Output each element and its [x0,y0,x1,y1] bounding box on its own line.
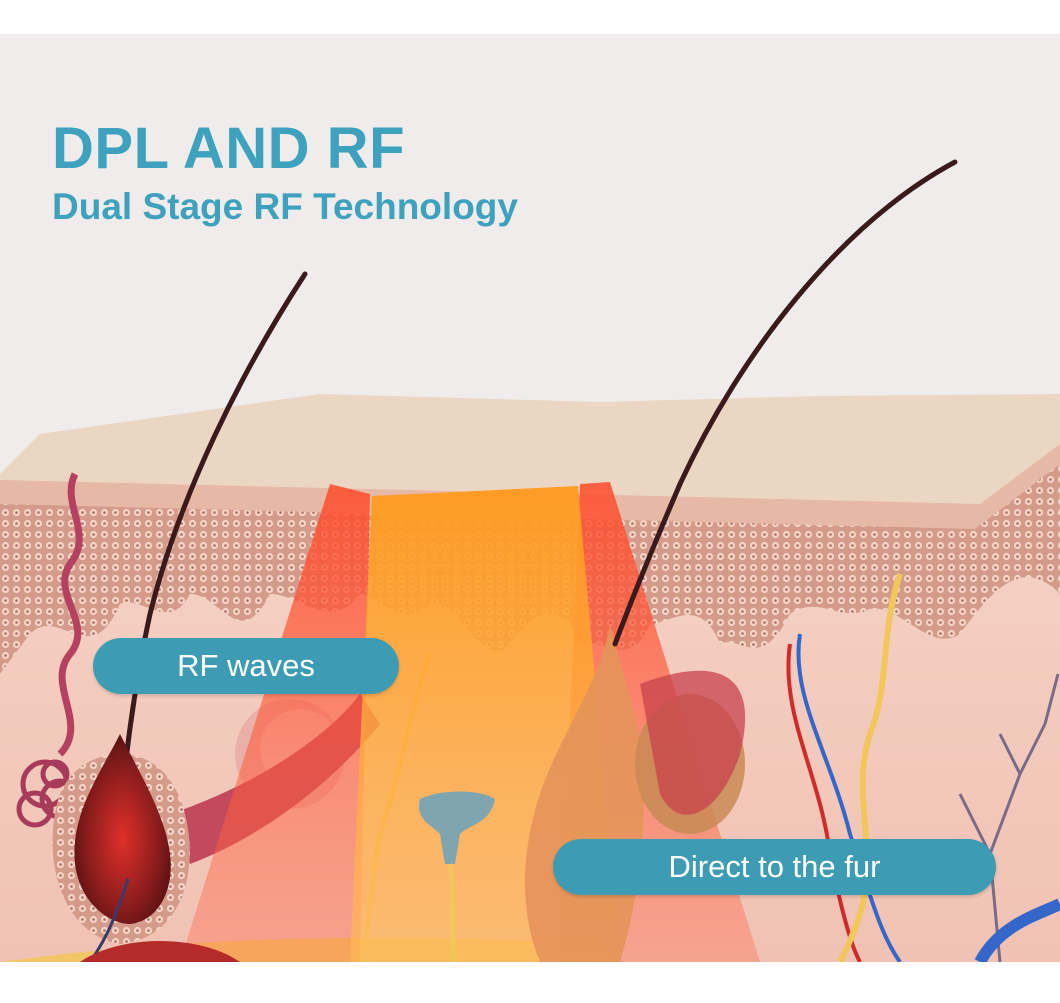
illustration-panel: DPL AND RF Dual Stage RF Technology RF w… [0,34,1060,962]
direct-to-fur-label: Direct to the fur [553,839,996,895]
headline: DPL AND RF [52,116,405,181]
rf-waves-label: RF waves [93,638,399,694]
rf-waves-label-text: RF waves [177,648,315,683]
skin-cross-section-illustration [0,159,1060,962]
subheadline: Dual Stage RF Technology [52,186,518,227]
direct-to-fur-label-text: Direct to the fur [668,849,881,884]
